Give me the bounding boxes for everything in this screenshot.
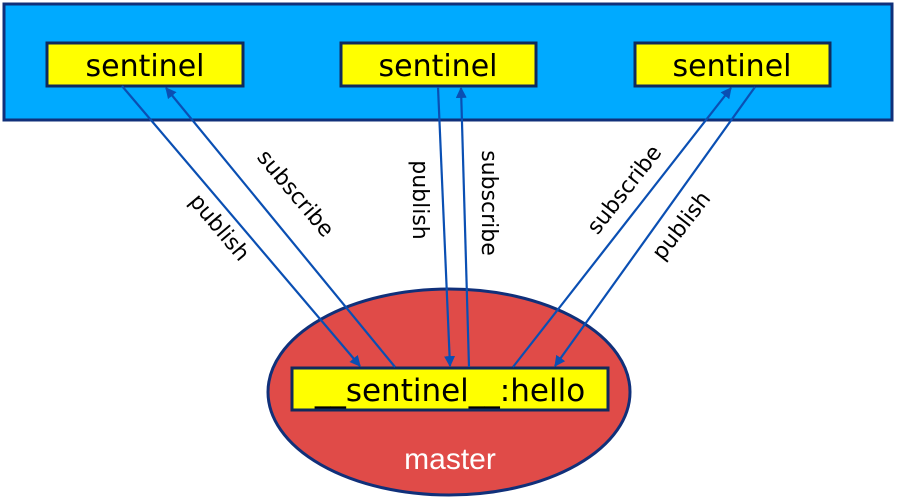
sentinel-box bbox=[633, 41, 832, 88]
edge-subscribe-1 bbox=[165, 87, 396, 368]
edge-subscribe-2 bbox=[455, 86, 471, 368]
channel-label: __sentinel__:hello bbox=[314, 373, 585, 409]
edge-label-publish-2: publish bbox=[407, 160, 432, 240]
sentinel-label: sentinel bbox=[672, 49, 791, 84]
edge-subscribe-3 bbox=[512, 87, 732, 368]
edge-publish-1 bbox=[121, 85, 361, 367]
sentinel-label: sentinel bbox=[378, 49, 497, 84]
edge-label-subscribe-2: subscribe bbox=[476, 150, 501, 256]
sentinel-box bbox=[45, 41, 245, 88]
sentinel-node-3: sentinel bbox=[633, 41, 832, 88]
channel-box bbox=[290, 366, 610, 412]
sentinel-label: sentinel bbox=[85, 49, 204, 84]
master-label: master bbox=[404, 443, 496, 476]
edge-label-publish-3: publish bbox=[648, 187, 717, 265]
edge-label-subscribe-1: subscribe bbox=[251, 145, 338, 242]
sentinel-node-2: sentinel bbox=[339, 41, 538, 88]
sentinel-node-1: sentinel bbox=[45, 41, 245, 88]
sentinel-box bbox=[339, 41, 538, 88]
edge-publish-2 bbox=[436, 86, 456, 368]
edge-publish-3 bbox=[554, 86, 756, 367]
master-node: __sentinel__:hello master bbox=[266, 287, 632, 497]
